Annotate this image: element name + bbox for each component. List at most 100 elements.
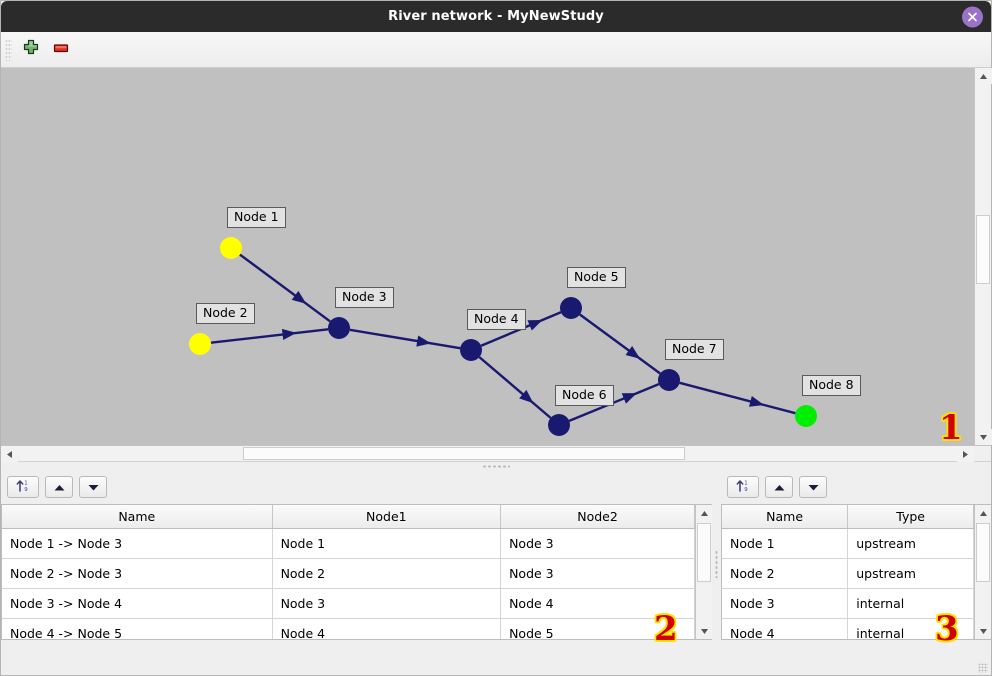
graph-node-label-node-7[interactable]: Node 7 [665, 339, 724, 361]
graph-node-node-5[interactable] [560, 297, 582, 319]
graph-node-label-node-3[interactable]: Node 3 [335, 287, 394, 309]
window-resize-grip[interactable] [978, 663, 988, 673]
graph-edge[interactable] [579, 313, 661, 375]
edges-cell[interactable]: Node 4 [500, 588, 695, 619]
graph-node-label-node-4[interactable]: Node 4 [467, 309, 526, 331]
panel-splitter-horizontal[interactable] [1, 461, 991, 470]
graph-edge[interactable] [349, 328, 461, 350]
nodes-move-up-button[interactable] [765, 476, 793, 498]
nodes-cell[interactable]: internal [847, 618, 974, 639]
edges-cell[interactable]: Node 3 -> Node 4 [2, 588, 273, 619]
scroll-down-arrow-icon[interactable] [696, 623, 712, 639]
graph-node-node-6[interactable] [548, 414, 570, 436]
close-icon[interactable] [962, 6, 983, 27]
nodes-cell[interactable]: Node 4 [722, 618, 849, 639]
edges-table-vertical-scrollbar[interactable] [695, 505, 712, 639]
graph-node-label-node-6[interactable]: Node 6 [555, 385, 614, 407]
nodes-cell[interactable]: internal [847, 588, 974, 619]
scroll-right-arrow-icon[interactable] [957, 446, 974, 462]
edges-cell[interactable]: Node 4 -> Node 5 [2, 618, 273, 639]
graph-node-node-7[interactable] [658, 369, 680, 391]
nodes-table-vertical-scrollbar[interactable] [974, 505, 991, 639]
nodes-sort-button[interactable]: 1 9 [727, 476, 759, 498]
edges-cell[interactable]: Node 5 [500, 618, 695, 639]
edges-vscroll-track[interactable] [696, 521, 712, 623]
graph-horizontal-scrollbar[interactable] [1, 445, 991, 462]
scroll-up-arrow-icon[interactable] [696, 505, 712, 521]
graph-node-label-node-5[interactable]: Node 5 [567, 267, 626, 289]
edges-move-up-button[interactable] [45, 476, 73, 498]
scroll-down-arrow-icon[interactable] [975, 429, 992, 445]
nodes-move-down-button[interactable] [799, 476, 827, 498]
graph-node-label-node-1[interactable]: Node 1 [227, 207, 286, 229]
nodes-column-header[interactable]: Name [722, 505, 849, 529]
edges-pane-padding [1, 640, 712, 658]
graph-node-label-node-2[interactable]: Node 2 [196, 303, 255, 325]
scroll-up-arrow-icon[interactable] [975, 505, 991, 521]
graph-node-node-2[interactable] [189, 333, 211, 355]
graph-edge[interactable] [210, 328, 329, 344]
graph-hscroll-track[interactable] [18, 446, 957, 461]
edges-column-header[interactable]: Name [2, 505, 273, 529]
scroll-left-arrow-icon[interactable] [1, 446, 18, 462]
edges-cell[interactable]: Node 2 -> Node 3 [2, 558, 273, 589]
graph-node-node-3[interactable] [328, 317, 350, 339]
edges-vscroll-thumb[interactable] [697, 523, 711, 583]
delete-node-button[interactable] [46, 36, 76, 64]
edges-cell[interactable]: Node 2 [272, 558, 502, 589]
graph-edge[interactable] [478, 356, 552, 419]
edges-cell[interactable]: Node 1 [272, 528, 502, 559]
edges-sort-button[interactable]: 1 9 [7, 476, 39, 498]
nodes-cell[interactable]: Node 2 [722, 558, 849, 589]
nodes-cell[interactable]: Node 3 [722, 588, 849, 619]
network-diagram[interactable]: Node 1 Node 2 Node 3 Node 4 Node 5 Node 6 Node… [1, 68, 974, 445]
edges-cell[interactable]: Node 3 [272, 588, 502, 619]
sort-ascending-icon: 1 9 [15, 478, 31, 496]
scroll-up-arrow-icon[interactable] [975, 68, 992, 84]
edges-cell[interactable]: Node 3 [500, 528, 695, 559]
graph-node-node-1[interactable] [220, 237, 242, 259]
scroll-down-arrow-icon[interactable] [975, 623, 991, 639]
nodes-cell[interactable]: Node 1 [722, 528, 849, 559]
delete-icon [52, 39, 70, 60]
nodes-cell[interactable]: upstream [847, 558, 974, 589]
graph-vscroll-track[interactable] [975, 84, 991, 429]
nodes-vscroll-thumb[interactable] [976, 523, 990, 583]
edges-column-header[interactable]: Node2 [500, 505, 695, 529]
edges-move-down-button[interactable] [79, 476, 107, 498]
edges-cell[interactable]: Node 3 [500, 558, 695, 589]
add-node-button[interactable] [16, 36, 46, 64]
nodes-vscroll-track[interactable] [975, 521, 991, 623]
nodes-cell[interactable]: upstream [847, 528, 974, 559]
graph-node-node-4[interactable] [460, 339, 482, 361]
graph-edge[interactable] [568, 383, 660, 422]
edges-cell[interactable]: Node 4 [272, 618, 502, 639]
graph-vertical-scrollbar[interactable] [974, 68, 992, 445]
nodes-column-header[interactable]: Type [847, 505, 974, 529]
graph-edge[interactable] [239, 253, 331, 323]
graph-hscroll-thumb[interactable] [243, 447, 685, 460]
edges-column-header[interactable]: Node1 [272, 505, 502, 529]
graph-node-label-node-8[interactable]: Node 8 [802, 375, 861, 397]
graph-edge[interactable] [679, 381, 796, 415]
graph-vscroll-thumb[interactable] [976, 215, 990, 285]
graph-node-node-8[interactable] [795, 405, 817, 427]
edges-cell[interactable]: Node 1 -> Node 3 [2, 528, 273, 559]
tables-splitter-vertical[interactable] [712, 470, 721, 658]
toolbar-grip[interactable] [5, 38, 12, 61]
